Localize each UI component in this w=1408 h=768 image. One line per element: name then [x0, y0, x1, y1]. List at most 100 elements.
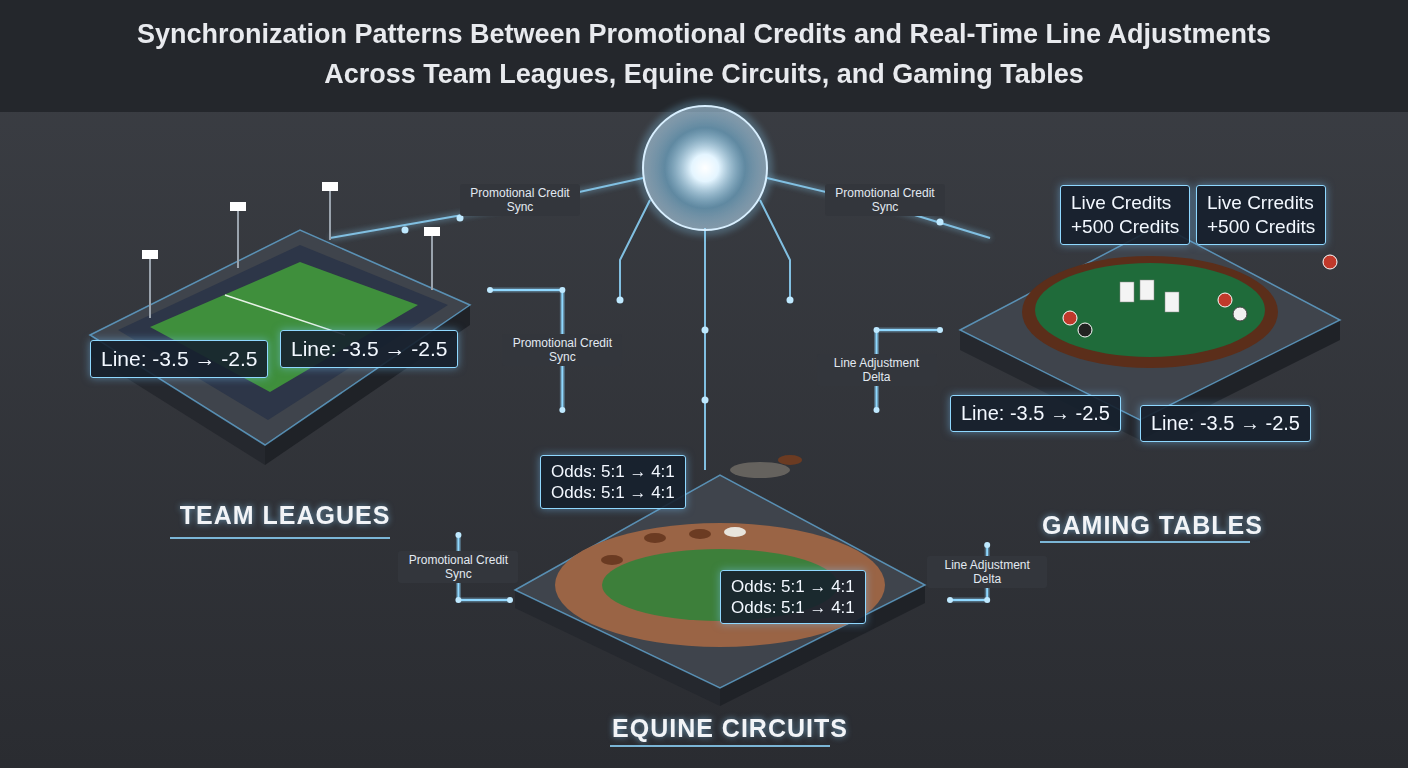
value-panel: Odds: 5:1 → 4:1Odds: 5:1 → 4:1 [720, 570, 866, 624]
platform-top [90, 230, 470, 445]
platform-node: GAMING TABLESLive Credits+500 CreditsLiv… [940, 165, 1365, 545]
platform-node: TEAM LEAGUES Line: -3.5 → -2.5 Line: -3.5 … [80, 215, 490, 535]
junction-dots [402, 215, 944, 404]
floodlights [150, 190, 432, 318]
junction-dot [507, 597, 513, 603]
orb-halo [637, 100, 773, 236]
panel-text: Line: -3.5 → -2.5 [1151, 411, 1300, 436]
platform-label: GAMING TABLES [940, 511, 1365, 539]
horse [601, 555, 623, 565]
value-panel: Line: -3.5 → -2.5 [280, 330, 458, 368]
light-mast [329, 190, 331, 240]
panel-text: Line: -3.5 → -2.5 [961, 401, 1110, 426]
value-panel: Live Credits+500 Credits [1060, 185, 1190, 245]
edge-label: Line Adjustment Delta [927, 556, 1047, 588]
junction-dot [937, 219, 944, 226]
team-platform [90, 182, 470, 538]
value-panel: Line: -3.5 → -2.5 [950, 395, 1121, 432]
chip [1078, 323, 1092, 337]
junction-dot [874, 327, 880, 333]
panel-text: Odds: 5:1 → 4:1 [551, 482, 675, 503]
chip [1233, 307, 1247, 321]
panel-text: +500 Credits [1071, 215, 1179, 239]
table-rim [1022, 256, 1278, 368]
edge-label: Line Adjustment Delta [817, 354, 937, 386]
network-line [704, 228, 706, 470]
horse [689, 529, 711, 539]
light-mast [237, 210, 239, 268]
junction-dot [702, 327, 709, 334]
field-line [225, 295, 345, 335]
panel-text: +500 Credits [1207, 215, 1315, 239]
network-line [760, 200, 790, 300]
platform-label: TEAM LEAGUES [80, 501, 490, 529]
equine-platform [515, 455, 925, 746]
platform-node: EQUINE CIRCUITSOdds: 5:1 → 4:1Odds: 5:1 … [510, 410, 950, 748]
dust-cloud [730, 462, 790, 478]
junction-dot [455, 597, 461, 603]
label-underline [610, 745, 830, 747]
panel-text: Live Credits [1071, 191, 1179, 215]
platform-top [960, 225, 1340, 420]
junction-dot [617, 297, 624, 304]
junction-dot [559, 407, 565, 413]
flow-label: Promotional Credit Sync [825, 184, 945, 216]
edge-label: Promotional Credit Sync [502, 334, 622, 366]
cards [1120, 280, 1179, 312]
panel-text: Odds: 5:1 → 4:1 [731, 597, 855, 618]
panel-text: Live Crredits [1207, 191, 1315, 215]
light-mast [431, 235, 433, 290]
junction-dot [455, 532, 461, 538]
floodlight-lamps [142, 182, 440, 259]
junction-dot [947, 597, 953, 603]
platform-label: EQUINE CIRCUITS [510, 714, 950, 742]
junction-dot [874, 407, 880, 413]
lamp [424, 227, 440, 236]
junction-dot [487, 287, 493, 293]
table-felt [1035, 263, 1265, 357]
junction-dot [984, 542, 990, 548]
flow-label: Promotional Credit Sync [460, 184, 580, 216]
junction-dot [702, 397, 709, 404]
light-mast [149, 258, 151, 318]
panel-text: Line: -3.5 → -2.5 [291, 336, 447, 362]
horse [724, 527, 746, 537]
panel-text: Odds: 5:1 → 4:1 [551, 461, 675, 482]
panel-text: Line: -3.5 → -2.5 [101, 346, 257, 372]
glow-line [704, 228, 706, 470]
horse [644, 533, 666, 543]
horse [778, 455, 802, 465]
junction-dot [402, 227, 409, 234]
network-line [330, 178, 643, 238]
card [1120, 282, 1134, 302]
title-band [0, 0, 1408, 112]
race-track [555, 523, 885, 647]
glow-line [767, 178, 990, 238]
junction-dot [984, 597, 990, 603]
network-line [620, 200, 650, 300]
value-panel: Live Crredits+500 Credits [1196, 185, 1326, 245]
card [1140, 280, 1154, 300]
junction-dot [787, 297, 794, 304]
chips [1063, 255, 1337, 337]
chip [1323, 255, 1337, 269]
label-underline [1040, 541, 1250, 543]
gaming-platform [960, 225, 1340, 542]
network-line [767, 178, 990, 238]
lamp [142, 250, 158, 259]
edge-label: Promotional Credit Sync [398, 551, 518, 583]
sync-orb [643, 106, 767, 230]
chip [1218, 293, 1232, 307]
value-panel: Line: -3.5 → -2.5 [90, 340, 268, 378]
lamp [230, 202, 246, 211]
chip [1063, 311, 1077, 325]
label-underline [170, 537, 390, 539]
lamp [322, 182, 338, 191]
glow-line [330, 178, 643, 238]
card [1165, 292, 1179, 312]
panel-text: Odds: 5:1 → 4:1 [731, 576, 855, 597]
